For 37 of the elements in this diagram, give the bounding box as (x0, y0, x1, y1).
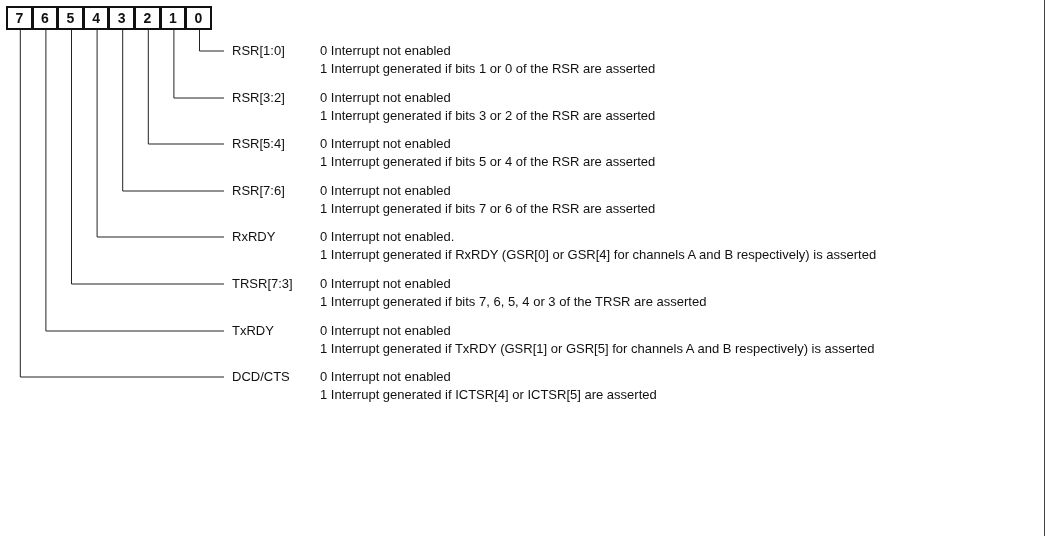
field-description: 0 Interrupt not enabled (320, 135, 452, 153)
field-description: 0 Interrupt not enabled (320, 322, 452, 340)
bit-cell: 0 (185, 6, 212, 30)
leader-line (147, 29, 225, 145)
leader-line (122, 29, 225, 192)
field-description: 0 Interrupt not enabled (320, 368, 452, 386)
field-description: 1 Interrupt generated if RxRDY (GSR[0] or GSR[4] for channels A and B respectively) is asserted (320, 246, 877, 264)
bit-cell: 3 (108, 6, 135, 30)
field-description: 0 Interrupt not enabled (320, 182, 452, 200)
bit-cell: 7 (6, 6, 33, 30)
field-name: TRSR[7:3] (224, 275, 316, 293)
leader-line (199, 29, 225, 52)
field-description: 0 Interrupt not enabled (320, 89, 452, 107)
field-description: 1 Interrupt generated if bits 1 or 0 of the RSR are asserted (320, 60, 656, 78)
field-name: RSR[5:4] (224, 135, 316, 153)
field-description: 1 Interrupt generated if TxRDY (GSR[1] or GSR[5] for channels A and B respectively) is asserted (320, 340, 875, 358)
field-description: 0 Interrupt not enabled (320, 42, 452, 60)
field-description: 0 Interrupt not enabled (320, 275, 452, 293)
bit-cell: 5 (57, 6, 84, 30)
leader-line (173, 29, 225, 99)
field-description: 1 Interrupt generated if ICTSR[4] or ICTSR[5] are asserted (320, 386, 657, 404)
field-description: 1 Interrupt generated if bits 5 or 4 of the RSR are asserted (320, 153, 656, 171)
field-description: 0 Interrupt not enabled. (320, 228, 456, 246)
leader-line (19, 29, 225, 378)
field-description: 1 Interrupt generated if bits 7, 6, 5, 4 or 3 of the TRSR are asserted (320, 293, 707, 311)
field-name: TxRDY (224, 322, 316, 340)
field-name: RSR[7:6] (224, 182, 316, 200)
leader-line (71, 29, 225, 285)
field-name: RSR[3:2] (224, 89, 316, 107)
field-description: 1 Interrupt generated if bits 3 or 2 of the RSR are asserted (320, 107, 656, 125)
leader-line (96, 29, 225, 238)
field-name: DCD/CTS (224, 368, 316, 386)
bit-cell: 2 (134, 6, 161, 30)
field-name: RSR[1:0] (224, 42, 316, 60)
field-name: RxRDY (224, 228, 316, 246)
leader-line (45, 29, 225, 332)
field-description: 1 Interrupt generated if bits 7 or 6 of the RSR are asserted (320, 200, 656, 218)
